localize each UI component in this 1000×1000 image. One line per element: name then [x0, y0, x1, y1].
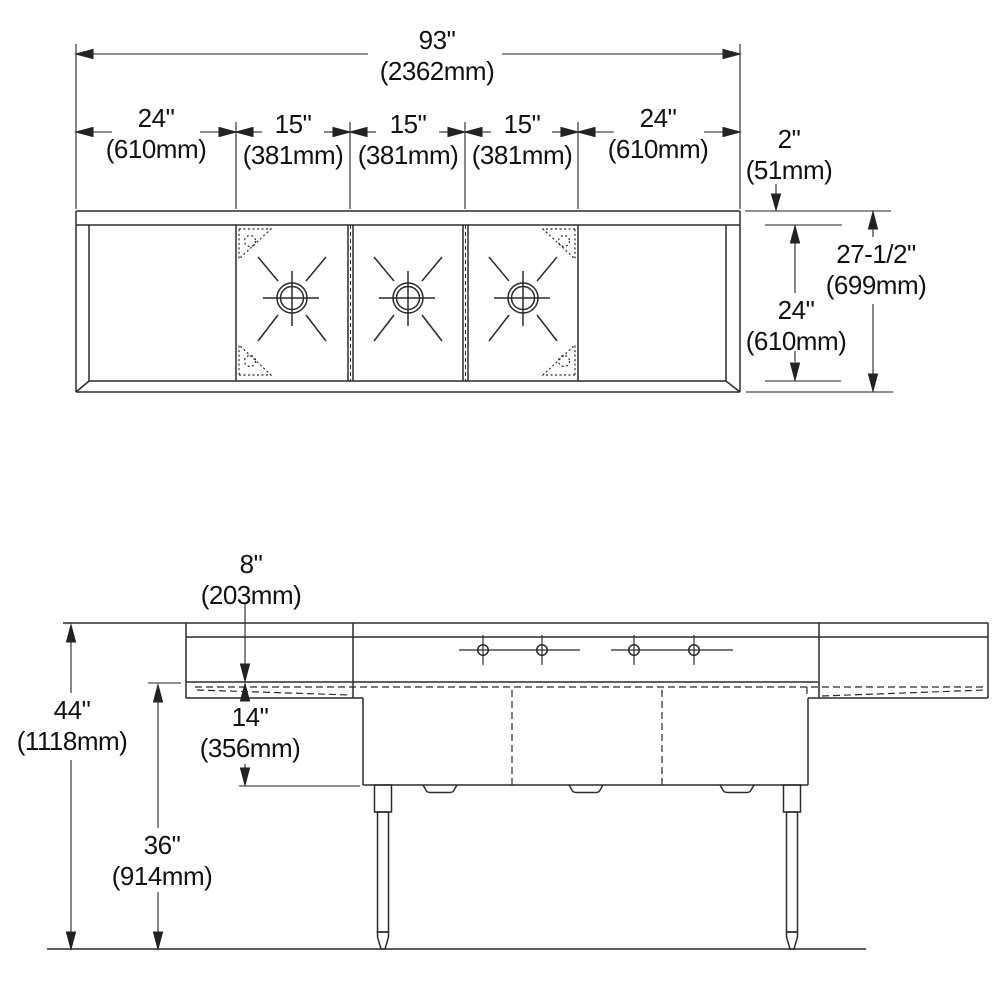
dim-overall-depth-metric: (699mm): [825, 270, 927, 300]
dim-compartment-depth-metric: (610mm): [745, 326, 847, 356]
dim-overall-width-metric: (2362mm): [379, 56, 495, 86]
dim-overall-height-metric: (1118mm): [16, 726, 128, 756]
dim-overall-height: 44" (1118mm): [17, 695, 128, 757]
dim-backsplash-thickness-inches: 2": [777, 124, 801, 154]
bowl-apron: [362, 698, 809, 786]
dim-compartment-3: 15" (381mm): [472, 109, 573, 171]
dim-compartment-1: 15" (381mm): [243, 109, 344, 171]
dim-compartment-height-metric: (356mm): [199, 733, 301, 763]
dim-backsplash-height-metric: (203mm): [200, 580, 302, 610]
dim-compartment-2-metric: (381mm): [357, 140, 459, 170]
dim-left-drainboard-metric: (610mm): [105, 134, 207, 164]
elevation-dimension-lines: [65, 604, 360, 952]
corner-gusset-icons: [238, 228, 576, 376]
dim-working-height: 36" (914mm): [112, 830, 213, 892]
dim-compartment-1-inches: 15": [274, 109, 312, 139]
dim-compartment-3-metric: (381mm): [471, 140, 573, 170]
front-elevation-view: [47, 622, 989, 950]
dim-overall-width: 93" (2362mm): [379, 25, 495, 87]
faucet-holes: [459, 635, 733, 665]
drain-icon: [488, 256, 558, 342]
dim-overall-width-inches: 93": [418, 25, 456, 55]
dim-compartment-depth-inches: 24": [777, 295, 815, 325]
dim-compartment-3-inches: 15": [503, 109, 541, 139]
dim-overall-depth-inches: 27-1/2": [836, 239, 916, 269]
plan-view: [75, 210, 741, 393]
dim-backsplash-height: 8" (203mm): [201, 549, 302, 611]
dim-compartment-2: 15" (381mm): [358, 109, 459, 171]
plan-outline: [75, 210, 741, 393]
drain-icon: [373, 256, 443, 342]
dim-overall-depth: 27-1/2" (699mm): [826, 239, 927, 301]
dim-backsplash-thickness: 2" (51mm): [746, 124, 833, 186]
dim-compartment-1-metric: (381mm): [242, 140, 344, 170]
plan-dimension-lines: [73, 44, 893, 394]
dim-compartment-height: 14" (356mm): [200, 702, 301, 764]
dim-right-drainboard-metric: (610mm): [607, 134, 709, 164]
dim-right-drainboard-inches: 24": [639, 103, 677, 133]
dim-backsplash-height-inches: 8": [239, 549, 263, 579]
dim-right-drainboard: 24" (610mm): [608, 103, 709, 165]
dim-compartment-depth: 24" (610mm): [746, 295, 847, 357]
compartment-partitions: [235, 225, 579, 381]
dim-left-drainboard-inches: 24": [137, 103, 175, 133]
drain-fittings: [422, 784, 755, 794]
dim-working-height-metric: (914mm): [111, 861, 213, 891]
leg: [782, 784, 802, 950]
dim-left-drainboard: 24" (610mm): [106, 103, 207, 165]
leg: [373, 784, 393, 950]
dim-overall-height-inches: 44": [53, 695, 91, 725]
hidden-lines: [195, 686, 986, 785]
drain-icon: [257, 256, 327, 342]
dim-compartment-height-inches: 14": [231, 702, 269, 732]
dim-compartment-2-inches: 15": [389, 109, 427, 139]
dim-backsplash-thickness-metric: (51mm): [745, 155, 833, 185]
elevation-outline: [63, 622, 989, 699]
dim-working-height-inches: 36": [143, 830, 181, 860]
